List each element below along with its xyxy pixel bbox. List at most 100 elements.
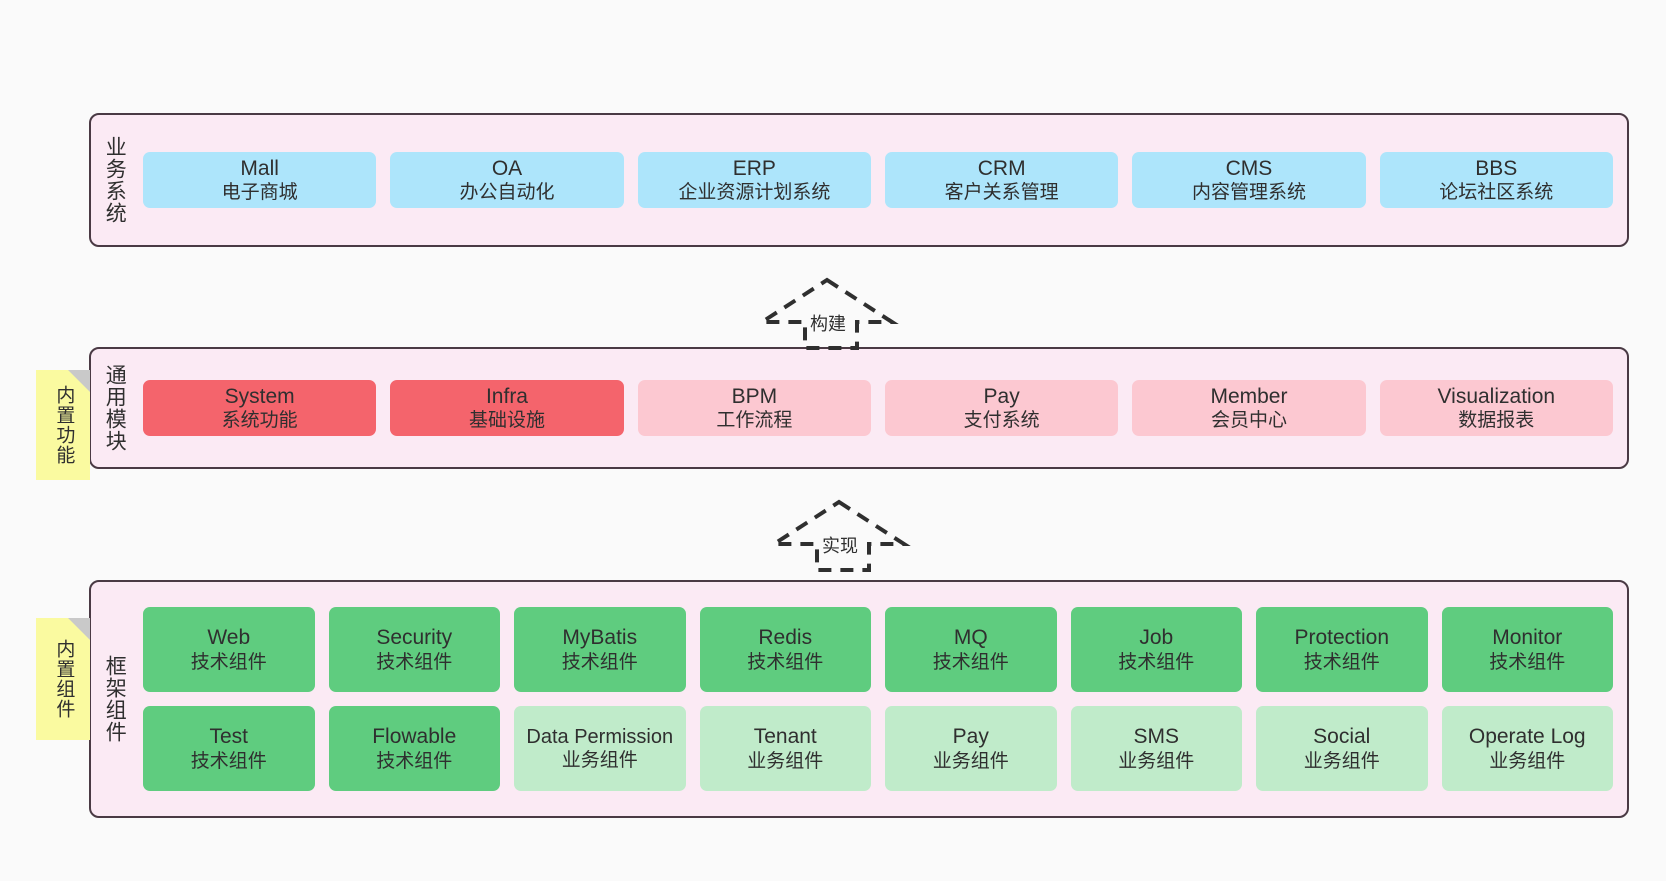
card-security[interactable]: Security 技术组件: [328, 607, 500, 692]
layer-caption-business-system: 业务系统: [103, 136, 127, 224]
card-title: Flowable: [372, 725, 457, 749]
card-subtitle: 技术组件: [747, 651, 824, 673]
card-title: Data Permission: [526, 725, 674, 748]
card-title: Member: [1210, 384, 1288, 408]
implement-arrow-label: 实现: [820, 532, 860, 558]
card-subtitle: 业务组件: [1118, 750, 1195, 772]
card-bpm[interactable]: BPM 工作流程: [637, 379, 871, 437]
card-title: Pay: [983, 384, 1020, 408]
card-erp[interactable]: ERP 企业资源计划系统: [637, 151, 871, 209]
card-subtitle: 系统功能: [221, 410, 298, 432]
sticky-note-builtin-features: 内置功能: [36, 370, 90, 480]
sticky-note-text: 内置功能: [53, 385, 75, 465]
card-job[interactable]: Job 技术组件: [1070, 607, 1242, 692]
card-data-permission[interactable]: Data Permission 业务组件: [514, 706, 686, 791]
card-web[interactable]: Web 技术组件: [143, 607, 315, 692]
card-subtitle: 技术组件: [190, 651, 267, 673]
card-title: SMS: [1133, 725, 1179, 749]
layer-body-framework-component: Web 技术组件 Security 技术组件 MyBatis 技术组件 Redi…: [137, 582, 1627, 816]
card-monitor[interactable]: Monitor 技术组件: [1441, 607, 1613, 692]
card-mq[interactable]: MQ 技术组件: [885, 607, 1057, 692]
card-title: Visualization: [1437, 384, 1556, 408]
card-visualization[interactable]: Visualization 数据报表: [1379, 379, 1613, 437]
card-row: Web 技术组件 Security 技术组件 MyBatis 技术组件 Redi…: [143, 607, 1613, 692]
card-pay-component[interactable]: Pay 业务组件: [885, 706, 1057, 791]
card-subtitle: 业务组件: [561, 750, 638, 772]
card-test[interactable]: Test 技术组件: [143, 706, 315, 791]
card-subtitle: 会员中心: [1210, 410, 1287, 432]
card-title: Protection: [1294, 626, 1390, 650]
card-subtitle: 工作流程: [716, 410, 793, 432]
card-subtitle: 企业资源计划系统: [678, 182, 831, 204]
card-subtitle: 数据报表: [1458, 410, 1535, 432]
card-row: Mall 电子商城 OA 办公自动化 ERP 企业资源计划系统 CRM 客户关系…: [143, 151, 1613, 209]
build-arrow-shape: [755, 277, 899, 350]
card-pay-module[interactable]: Pay 支付系统: [884, 379, 1119, 437]
card-redis[interactable]: Redis 技术组件: [699, 607, 871, 692]
card-subtitle: 论坛社区系统: [1439, 182, 1554, 204]
card-title: Social: [1313, 725, 1371, 749]
implement-arrow-shape: [767, 499, 911, 572]
card-title: Operate Log: [1468, 725, 1586, 749]
implement-arrow: 实现: [767, 492, 912, 572]
card-mall[interactable]: Mall 电子商城: [143, 151, 377, 209]
card-subtitle: 技术组件: [190, 750, 267, 772]
card-protection[interactable]: Protection 技术组件: [1256, 607, 1428, 692]
card-subtitle: 技术组件: [932, 651, 1009, 673]
layer-body-common-module: System 系统功能 Infra 基础设施 BPM 工作流程 Pay 支付系统…: [137, 349, 1627, 467]
card-title: Pay: [952, 725, 989, 749]
card-subtitle: 内容管理系统: [1191, 182, 1306, 204]
card-title: ERP: [732, 156, 776, 180]
card-subtitle: 技术组件: [376, 651, 453, 673]
card-title: BPM: [731, 384, 778, 408]
card-cms[interactable]: CMS 内容管理系统: [1132, 151, 1366, 209]
card-title: Web: [207, 626, 251, 650]
build-arrow-label: 构建: [808, 310, 848, 336]
card-subtitle: 业务组件: [932, 750, 1009, 772]
card-subtitle: 技术组件: [1489, 651, 1566, 673]
card-subtitle: 技术组件: [561, 651, 638, 673]
card-social[interactable]: Social 业务组件: [1256, 706, 1428, 791]
card-title: CMS: [1225, 156, 1273, 180]
card-subtitle: 电子商城: [221, 182, 298, 204]
card-title: Job: [1139, 626, 1174, 650]
card-operate-log[interactable]: Operate Log 业务组件: [1441, 706, 1613, 791]
card-title: MQ: [953, 626, 988, 650]
card-subtitle: 办公自动化: [459, 182, 555, 204]
layer-business-system: 业务系统 Mall 电子商城 OA 办公自动化 ERP 企业资源计划系统 CRM…: [89, 113, 1629, 247]
card-subtitle: 基础设施: [468, 410, 545, 432]
layer-caption-common-module: 通用模块: [103, 364, 127, 452]
card-mybatis[interactable]: MyBatis 技术组件: [514, 607, 686, 692]
card-title: BBS: [1475, 156, 1518, 180]
card-flowable[interactable]: Flowable 技术组件: [328, 706, 500, 791]
card-subtitle: 支付系统: [963, 410, 1040, 432]
layer-body-business-system: Mall 电子商城 OA 办公自动化 ERP 企业资源计划系统 CRM 客户关系…: [137, 115, 1627, 245]
card-title: Security: [376, 626, 453, 650]
card-title: Monitor: [1492, 626, 1563, 650]
layer-caption-framework-component: 框架组件: [103, 655, 127, 743]
layer-common-module: 通用模块 System 系统功能 Infra 基础设施 BPM 工作流程 Pay…: [89, 347, 1629, 469]
card-system[interactable]: System 系统功能: [143, 379, 377, 437]
card-title: Test: [209, 725, 248, 749]
card-sms[interactable]: SMS 业务组件: [1070, 706, 1242, 791]
card-title: OA: [491, 156, 523, 180]
sticky-note-builtin-components: 内置组件: [36, 618, 90, 740]
card-crm[interactable]: CRM 客户关系管理: [884, 151, 1119, 209]
card-oa[interactable]: OA 办公自动化: [390, 151, 624, 209]
card-title: Redis: [758, 626, 813, 650]
card-title: MyBatis: [562, 626, 638, 650]
card-row: System 系统功能 Infra 基础设施 BPM 工作流程 Pay 支付系统…: [143, 379, 1613, 437]
card-title: System: [224, 384, 295, 408]
card-title: Mall: [240, 156, 279, 180]
card-bbs[interactable]: BBS 论坛社区系统: [1379, 151, 1613, 209]
card-subtitle: 业务组件: [1489, 750, 1566, 772]
sticky-note-text: 内置组件: [53, 639, 75, 719]
card-tenant[interactable]: Tenant 业务组件: [699, 706, 871, 791]
card-title: Tenant: [753, 725, 817, 749]
card-infra[interactable]: Infra 基础设施: [390, 379, 624, 437]
card-subtitle: 技术组件: [1303, 651, 1380, 673]
layer-framework-component: 框架组件 Web 技术组件 Security 技术组件 MyBatis 技术组件…: [89, 580, 1629, 818]
card-subtitle: 客户关系管理: [944, 182, 1059, 204]
card-member[interactable]: Member 会员中心: [1132, 379, 1366, 437]
